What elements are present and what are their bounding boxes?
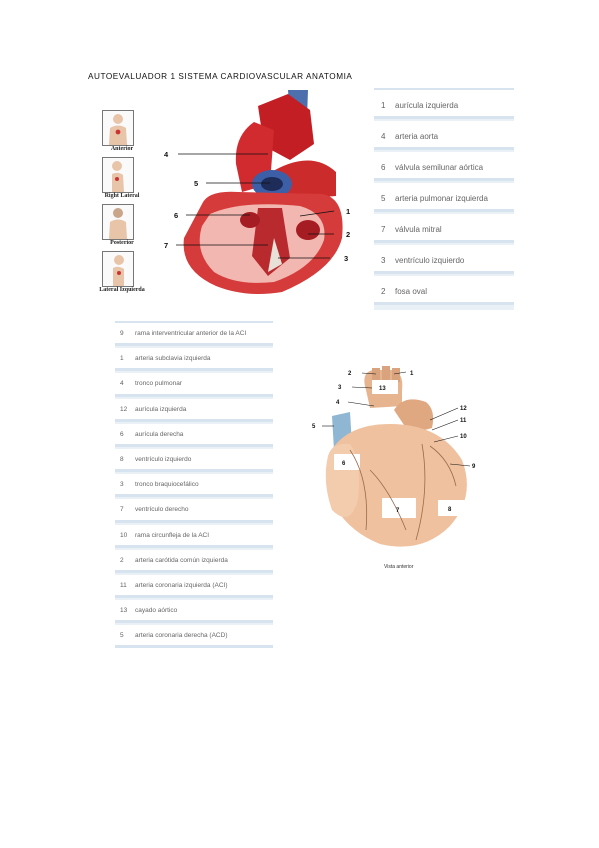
- label-7: 7: [164, 241, 168, 250]
- answer-number: 13: [120, 607, 128, 615]
- label-5: 5: [312, 424, 316, 430]
- answer-item[interactable]: 6 válvula semilunar aórtica: [374, 152, 514, 181]
- answer-text: rama interventricular anterior de la ACI: [135, 330, 247, 337]
- answer-number: 3: [381, 256, 386, 265]
- answer-list-2: 9 rama interventricular anterior de la AC…: [115, 321, 273, 649]
- answer-item[interactable]: 3 tronco braquiocefálico: [115, 474, 273, 498]
- answer-number: 4: [120, 380, 124, 388]
- label-2: 2: [346, 230, 350, 239]
- answer-item[interactable]: 8 ventrículo izquierdo: [115, 448, 273, 473]
- heart-exterior-diagram: 2 1 3 13 4 12 11 10 5 6 9 8 7: [312, 366, 476, 547]
- label-6: 6: [174, 211, 178, 220]
- answer-number: 12: [120, 405, 128, 413]
- answer-number: 3: [120, 481, 124, 489]
- view-label: Right Lateral: [104, 193, 140, 199]
- label-6: 6: [342, 461, 346, 467]
- answer-text: aurícula derecha: [135, 430, 184, 438]
- answer-number: 5: [120, 632, 124, 640]
- answer-number: 2: [120, 556, 124, 564]
- diagram-caption: Vista anterior: [384, 564, 414, 570]
- answer-text: aurícula izquierda: [395, 101, 459, 110]
- answer-text: arteria pulmonar izquierda: [395, 194, 488, 203]
- answer-number: 2: [381, 287, 386, 296]
- answer-text: arteria aorta: [395, 132, 439, 141]
- label-8: 8: [448, 507, 452, 513]
- view-anterior: Anterior: [96, 110, 158, 157]
- answer-text: válvula mitral: [395, 225, 442, 234]
- body-figure-icon: [102, 204, 134, 240]
- answer-item[interactable]: 2 arteria carótida común izquierda: [115, 549, 273, 574]
- answer-number: 1: [120, 355, 124, 363]
- answer-item[interactable]: 13 cayado aórtico: [115, 600, 273, 624]
- answer-item[interactable]: 7 válvula mitral: [374, 214, 514, 243]
- body-figure-icon: [102, 110, 134, 146]
- answer-item[interactable]: 10 rama circunfleja de la ACI: [115, 524, 273, 548]
- view-thumbnails: Anterior Right Lateral Posterior Lateral…: [96, 110, 158, 298]
- answer-list-1: 1 aurícula izquierda 4 arteria aorta 6 válv…: [374, 88, 514, 310]
- answer-text: rama circunfleja de la ACI: [135, 531, 210, 539]
- answer-item[interactable]: 12 aurícula izquierda: [115, 398, 273, 422]
- answer-number: 6: [381, 163, 386, 172]
- answer-text: arteria coronaria izquierda (ACI): [135, 581, 228, 589]
- view-posterior: Posterior: [96, 204, 158, 251]
- answer-number: 1: [381, 101, 386, 110]
- view-label: Posterior: [110, 240, 134, 246]
- label-10: 10: [460, 434, 467, 440]
- answer-item[interactable]: 2 fosa oval: [374, 276, 514, 305]
- answer-number: 10: [120, 531, 128, 539]
- answer-number: 11: [120, 581, 127, 589]
- answer-text: ventrículo izquierdo: [135, 455, 192, 463]
- answer-text: ventrículo izquierdo: [395, 256, 465, 265]
- answer-number: 8: [120, 455, 124, 463]
- answer-item[interactable]: 4 tronco pulmonar: [115, 373, 273, 397]
- answer-item[interactable]: 11 arteria coronaria izquierda (ACI): [115, 574, 273, 599]
- answer-text: arteria carótida común izquierda: [135, 556, 228, 564]
- label-4: 4: [164, 150, 169, 159]
- label-9: 9: [472, 464, 476, 470]
- label-2: 2: [348, 371, 352, 377]
- answer-number: 5: [381, 194, 386, 203]
- answer-item[interactable]: 5 arteria coronaria derecha (ACD): [115, 625, 273, 649]
- answer-item[interactable]: 7 ventrículo derecho: [115, 499, 273, 523]
- view-label: Anterior: [110, 146, 134, 152]
- answer-text: ventrículo derecho: [135, 506, 189, 514]
- answer-number: 7: [381, 225, 386, 234]
- answer-number: 7: [120, 506, 124, 514]
- answer-item[interactable]: 3 ventrículo izquierdo: [374, 245, 514, 274]
- label-1: 1: [346, 207, 350, 216]
- answer-item[interactable]: 4 arteria aorta: [374, 121, 514, 150]
- label-1: 1: [410, 371, 414, 377]
- answer-number: 4: [381, 132, 386, 141]
- answer-text: fosa oval: [395, 287, 428, 296]
- label-7: 7: [396, 508, 400, 514]
- label-11: 11: [460, 418, 467, 424]
- answer-text: válvula semilunar aórtica: [395, 163, 484, 172]
- body-figure-icon: [102, 251, 134, 287]
- answer-item[interactable]: 5 arteria pulmonar izquierda: [374, 183, 514, 212]
- answer-text: tronco braquiocefálico: [135, 481, 199, 489]
- answer-item[interactable]: 6 aurícula derecha: [115, 423, 273, 448]
- answer-item[interactable]: 1 aurícula izquierda: [374, 90, 514, 119]
- answer-number: 9: [120, 330, 124, 337]
- answer-text: tronco pulmonar: [135, 380, 182, 388]
- answer-text: arteria coronaria derecha (ACD): [135, 632, 228, 640]
- heart-section-diagram: 4 5 6 7 1 2 3: [164, 90, 350, 294]
- answer-text: cayado aórtico: [135, 607, 178, 615]
- label-12: 12: [460, 406, 467, 412]
- view-lateral-izquierda: Lateral Izquierda: [96, 251, 158, 298]
- label-3: 3: [338, 385, 342, 391]
- label-3: 3: [344, 254, 348, 263]
- answer-text: aurícula izquierda: [135, 405, 187, 413]
- page-title: AUTOEVALUADOR 1 SISTEMA CARDIOVASCULAR A…: [88, 72, 353, 81]
- view-right-lateral: Right Lateral: [96, 157, 158, 204]
- answer-text: arteria subclavia izquierda: [135, 355, 211, 363]
- label-13: 13: [379, 386, 386, 392]
- label-4: 4: [336, 400, 340, 406]
- answer-item[interactable]: 1 arteria subclavia izquierda: [115, 348, 273, 372]
- answer-item[interactable]: 9 rama interventricular anterior de la AC…: [115, 323, 273, 347]
- view-label: Lateral Izquierda: [99, 287, 145, 293]
- label-5: 5: [194, 179, 198, 188]
- answer-number: 6: [120, 430, 124, 438]
- body-figure-icon: [102, 157, 134, 193]
